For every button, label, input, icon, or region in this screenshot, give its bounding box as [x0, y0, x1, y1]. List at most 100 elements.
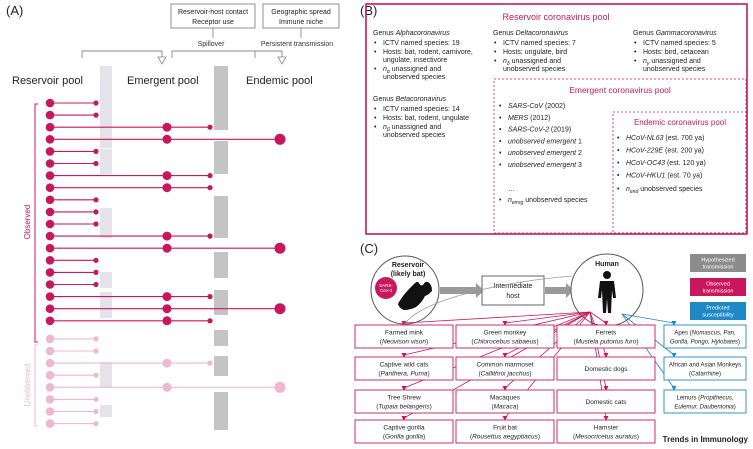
emergent-item-rest: (2019) [549, 127, 571, 134]
observed-arrowhead [603, 321, 609, 326]
unobserved-label: Unobserved [23, 363, 32, 406]
host-box: Domestic cats [556, 389, 656, 414]
delta-item-3: unassigned and [512, 58, 562, 65]
svg-text:•: • [374, 106, 377, 113]
alpha-item-2: Hosts: bat, rodent, carnivore, [383, 49, 473, 56]
emergent-list: •SARS-CoV (2002)•MERS (2012)•SARS-CoV-2 … [499, 103, 582, 169]
emergent-item-name: unobserved emergent [508, 138, 577, 145]
predicted-arrowhead [671, 386, 677, 391]
hyp-arrowhead-2 [566, 283, 574, 298]
svg-text:HCoV-OC43 (est. 120 ya): HCoV-OC43 (est. 120 ya) [626, 160, 706, 167]
journal-footer: Trends in Immunology [663, 435, 749, 444]
svg-text:Gorilla, Pongo, Hylobates): Gorilla, Pongo, Hylobates) [670, 340, 740, 346]
box2-line2: Immune niche [279, 19, 323, 26]
host-box: Green monkey(Chlorocebus sabaeus) [455, 324, 555, 349]
host-box: Domestic dogs [556, 356, 656, 381]
emergent-last-sub: emrg [512, 200, 524, 206]
svg-text:African and Asian Monkeys: African and Asian Monkeys [669, 363, 741, 369]
unobserved-bracket [34, 344, 38, 427]
gamma-n: n [643, 58, 647, 65]
human-icon [598, 271, 616, 313]
delta-sub: δ [507, 61, 510, 67]
lineage-row [45, 395, 99, 404]
lineage-row [45, 133, 286, 145]
beta-genus: Betacoronavirus [396, 96, 447, 103]
human-label: Human [595, 261, 619, 268]
endemic-lineage-dot [274, 303, 286, 315]
host-name: Apes ( [674, 331, 691, 337]
legend-label-2: susceptibility [702, 313, 733, 319]
host-name: African and Asian Monkeys [669, 363, 741, 369]
host-box-frame [354, 419, 454, 444]
host-box: Common marmoset(Callithrix jacchus) [455, 356, 555, 381]
hyp-arrow-1 [440, 287, 476, 294]
lineage-row [45, 171, 213, 181]
lineage-row [45, 183, 213, 193]
lineage-row [45, 207, 99, 217]
panel-b-label: (B) [360, 3, 377, 18]
svg-text:Eulemur, Daubentonia): Eulemur, Daubentonia) [674, 405, 735, 411]
endemic-item: •HCoV-229E (est. 200 ya) [617, 148, 704, 155]
host-tail: ) [719, 372, 721, 378]
svg-text:SARS-CoV-2 (2019): SARS-CoV-2 (2019) [508, 127, 571, 134]
legend-label-1: Predicted [706, 306, 729, 312]
host-scientific-name: Nomascus, Pan, [692, 331, 736, 337]
alpha-genus: Alphacoronavirus [395, 30, 451, 37]
spillover-end-dot [93, 209, 99, 215]
svg-text:unobserved emergent 2: unobserved emergent 2 [508, 150, 582, 157]
svg-text:nβ unassigned and: nβ unassigned and [383, 124, 441, 133]
emergent-pool-label: Emergent pool [127, 75, 199, 87]
lineage-row [45, 231, 213, 241]
alpha-item-1: ICTV named species: 19 [383, 40, 460, 47]
svg-text:nα unassigned and: nα unassigned and [383, 66, 441, 75]
endemic-last-n: n [626, 186, 630, 193]
host-boxes: Farmed mink(Neovison vison)Captive wild … [354, 324, 747, 444]
intermediate-line2: host [506, 293, 519, 300]
endemic-item-name: HCoV-HKU1 [626, 173, 666, 180]
svg-text:Genus Betacoronavirus: Genus Betacoronavirus [373, 96, 447, 103]
host-name: Captive wild cats [380, 362, 430, 369]
emergent-lineage-dot [162, 358, 172, 368]
svg-text:•: • [499, 115, 502, 122]
box-reservoir-contact [170, 3, 256, 29]
delta-genus: Deltacoronavirus [516, 30, 569, 37]
predicted-arrowhead [671, 353, 677, 358]
legend-label-1: Hypothesized [701, 258, 734, 264]
intermediate-line1: Intermediate [494, 283, 533, 290]
svg-text:HCoV-NL63 (est. 700 ya): HCoV-NL63 (est. 700 ya) [626, 135, 704, 142]
host-box-frame [556, 356, 656, 381]
svg-text:•: • [494, 58, 497, 65]
beta-item-3: unassigned and [392, 124, 442, 131]
reservoir-pool-title: Reservoir coronavirus pool [502, 12, 609, 22]
svg-text:•: • [499, 162, 502, 169]
emergent-pool-title: Emergent coronavirus pool [569, 85, 671, 95]
emergent-item: •SARS-CoV (2002) [499, 103, 565, 110]
beta-n: n [383, 124, 387, 131]
observed-bracket [34, 103, 38, 343]
endemic-item: •HCoV-HKU1 (est. 70 ya) [617, 173, 702, 180]
endemic-last-sub: end [630, 189, 639, 195]
box-geographic-spread [262, 3, 340, 29]
host-box-frame [663, 324, 747, 349]
host-box-frame [663, 356, 747, 381]
host-scientific-name: Mustela putorius furo [576, 339, 637, 346]
endemic-lineage-dot [274, 381, 286, 393]
lineage-row [45, 381, 286, 393]
svg-text:•: • [499, 150, 502, 157]
sars-cov-2-badge [375, 277, 397, 299]
panel-c-label: (C) [360, 241, 378, 256]
svg-text:•: • [634, 49, 637, 56]
observed-arrowhead [401, 416, 407, 421]
lineage-row [45, 334, 99, 344]
genus-delta: Genus Deltacoronavirus •ICTV named speci… [493, 30, 576, 73]
svg-text:•: • [499, 197, 502, 204]
host-name-2: ( [689, 372, 691, 378]
lineage-row [45, 110, 99, 120]
svg-text:(Macaca): (Macaca) [491, 404, 518, 411]
spillover-arrowhead [157, 56, 167, 65]
legend-swatch [690, 254, 746, 272]
host-box-frame [455, 356, 555, 381]
legend-label-1: Observed [706, 282, 730, 288]
